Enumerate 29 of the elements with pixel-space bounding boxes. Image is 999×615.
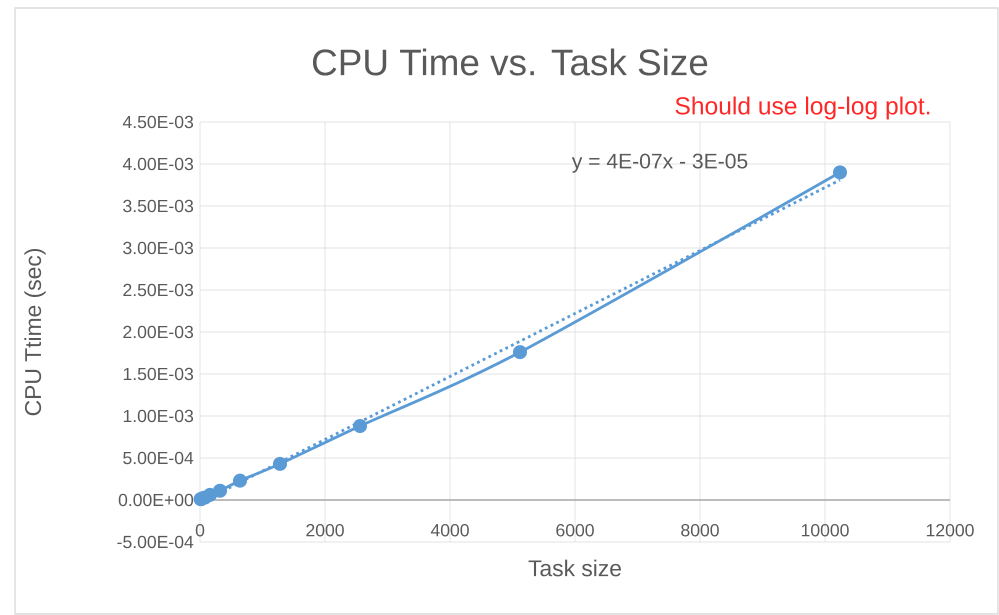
x-tick-label: 4000 bbox=[430, 524, 469, 536]
point bbox=[272, 456, 288, 471]
y-tick-label: 1.00E-03 bbox=[124, 410, 194, 422]
x-tick-label: 8000 bbox=[681, 524, 719, 536]
y-tick-label: 1.50E-03 bbox=[124, 368, 194, 380]
y-tick-label: 2.00E-03 bbox=[123, 326, 194, 338]
x-tick-label: 12000 bbox=[926, 524, 974, 536]
y-tick-label: 0.00E+00 bbox=[118, 494, 194, 506]
y-tick-label: 5.00E-04 bbox=[123, 452, 194, 464]
x-tick-label: 2000 bbox=[306, 524, 344, 536]
point bbox=[512, 345, 528, 360]
chart-title: CPU Time vs. Task Size bbox=[312, 48, 708, 76]
axis-title: CPU Ttime (sec) bbox=[24, 249, 46, 416]
y-tick-label: 4.00E-03 bbox=[122, 158, 194, 170]
x-tick-label: 10000 bbox=[802, 524, 849, 536]
y-tick-label: 3.00E-03 bbox=[123, 242, 194, 254]
axis-title: Task size bbox=[528, 560, 621, 576]
x-tick-label: 6000 bbox=[556, 524, 594, 536]
y-tick-label: -5.00E-04 bbox=[117, 536, 194, 548]
y-tick-label: 2.50E-03 bbox=[123, 284, 194, 296]
point bbox=[202, 488, 218, 502]
annotation: y = 4E-07x - 3E-05 bbox=[572, 154, 748, 173]
x-tick-label: 0 bbox=[196, 524, 204, 536]
y-tick-label: 4.50E-03 bbox=[122, 116, 194, 128]
point bbox=[212, 484, 228, 498]
point bbox=[832, 165, 848, 180]
y-tick-label: 3.50E-03 bbox=[123, 200, 194, 212]
point bbox=[232, 474, 248, 488]
point bbox=[352, 419, 368, 434]
